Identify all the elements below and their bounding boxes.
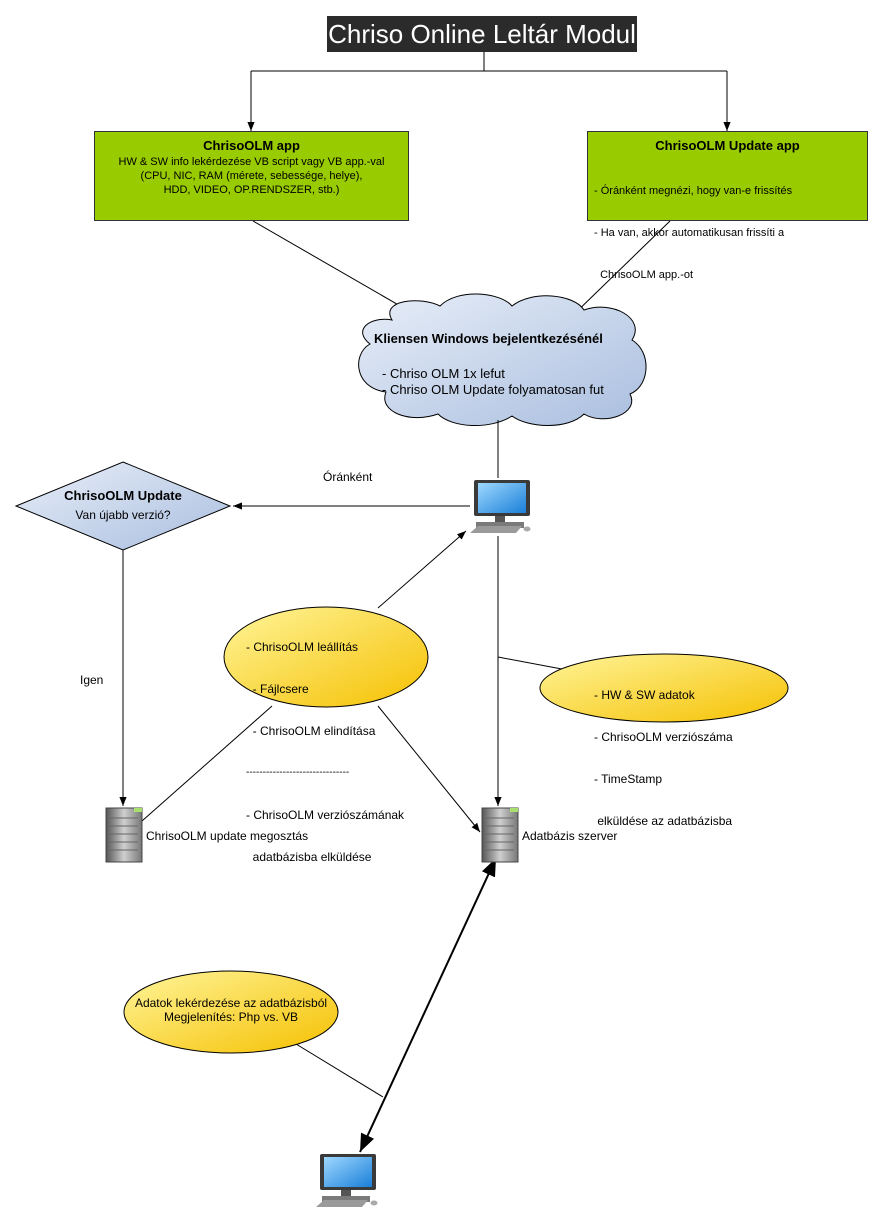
- computer-icon: [316, 1154, 378, 1207]
- query-oval: [123, 970, 339, 1054]
- update-step: - ChrisoOLM elindítása: [246, 724, 376, 738]
- data-oval-connector: [497, 656, 568, 671]
- update-box-title: ChrisoOLM Update app: [655, 138, 800, 153]
- update-to-cloud-arrow: [565, 220, 671, 323]
- app-box-line: (CPU, NIC, RAM (mérete, sebessége, helye…: [140, 170, 363, 182]
- cloud-title: Kliensen Windows bejelentkezésénél: [374, 331, 603, 346]
- update-steps-text: - ChrisoOLM leállítás - Fájlcsere - Chri…: [246, 612, 426, 878]
- app-box-desc: HW & SW info lekérdezése VB script vagy …: [95, 155, 408, 197]
- update-box-desc: - Óránként megnézi, hogy van-e frissítés…: [588, 156, 867, 310]
- update-step-separator: -------------------------------: [246, 767, 350, 778]
- app-box-line: HW & SW info lekérdezése VB script vagy …: [118, 156, 385, 168]
- cloud-shape: [358, 293, 647, 426]
- data-send-line: - TimeStamp: [594, 772, 663, 786]
- cloud-line: - Chriso OLM Update folyamatosan fut: [382, 382, 604, 397]
- hourly-label: Óránként: [323, 470, 373, 484]
- app-box-title: ChrisoOLM app: [203, 138, 300, 153]
- cloud-line: - Chriso OLM 1x lefut: [382, 366, 505, 381]
- update-box-line: - Óránként megnézi, hogy van-e frissítés: [594, 185, 793, 197]
- query-text: Adatok lekérdezése az adatbázisból Megje…: [126, 996, 336, 1024]
- oval-to-share-line: [141, 705, 273, 822]
- update-step: adatbázisba elküldése: [246, 850, 372, 864]
- update-app-box: ChrisoOLM Update app - Óránként megnézi,…: [587, 131, 868, 281]
- update-box-line: ChrisoOLM app.-ot: [594, 269, 694, 281]
- oval-to-pc-arrow: [377, 530, 467, 609]
- update-box-line: - Ha van, akkor automatikusan frissíti a: [594, 227, 785, 239]
- data-send-line: - HW & SW adatok: [594, 688, 695, 702]
- page-title: Chriso Online Leltár Modul: [327, 16, 637, 52]
- data-send-text: - HW & SW adatok - ChrisoOLM verziószáma…: [594, 660, 784, 842]
- app-box: ChrisoOLM app HW & SW info lekérdezése V…: [94, 131, 409, 221]
- query-oval-connector: [295, 1043, 384, 1098]
- update-step: - Fájlcsere: [246, 682, 309, 696]
- update-steps-oval: [223, 606, 429, 708]
- computer-icon: [470, 480, 531, 533]
- update-step: - ChrisoOLM leállítás: [246, 640, 359, 654]
- share-server-label: ChrisoOLM update megosztás: [146, 829, 309, 843]
- server-icon: [105, 807, 143, 863]
- data-send-oval: [539, 653, 789, 723]
- tree-connector: [247, 52, 731, 131]
- server-icon: [481, 807, 519, 863]
- decision-diamond: [14, 461, 232, 551]
- query-line: Adatok lekérdezése az adatbázisból: [134, 996, 328, 1010]
- update-step: - ChrisoOLM verziószámának: [246, 808, 405, 822]
- diamond-subtitle: Van újabb verzió?: [75, 508, 171, 522]
- app-box-line: HDD, VIDEO, OP.RENDSZER, stb.): [163, 184, 340, 196]
- db-server-label: Adatbázis szerver: [522, 829, 618, 843]
- data-send-line: - ChrisoOLM verziószáma: [594, 730, 733, 744]
- oval-to-db-arrow: [377, 705, 481, 833]
- cloud-text: - Chriso OLM 1x lefut - Chriso OLM Updat…: [382, 366, 644, 398]
- data-send-line: elküldése az adatbázisba: [594, 814, 733, 828]
- diamond-title: ChrisoOLM Update: [64, 488, 182, 503]
- query-line: Megjelenítés: Php vs. VB: [163, 1010, 299, 1024]
- db-to-client-arrow: [359, 857, 497, 1153]
- yes-label: Igen: [80, 673, 104, 687]
